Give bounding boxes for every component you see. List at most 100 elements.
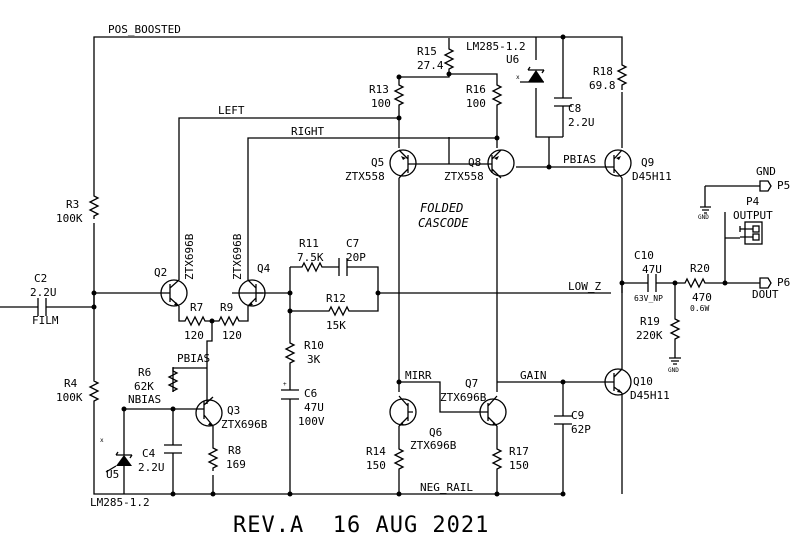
svg-text:R3: R3 [66,198,79,211]
svg-text:62P: 62P [571,423,591,436]
svg-text:R19: R19 [640,315,660,328]
r9-symbol [217,315,241,327]
svg-text:C8: C8 [568,102,581,115]
q7-symbol [477,395,507,427]
svg-text:R11: R11 [299,237,319,250]
svg-text:2.2U: 2.2U [30,286,57,299]
svg-text:120: 120 [184,329,204,342]
svg-text:ZTX696B: ZTX696B [183,233,196,280]
svg-text:R10: R10 [304,339,324,352]
r17-symbol [491,446,503,474]
q6-symbol [389,395,417,427]
svg-text:Q4: Q4 [257,262,271,275]
r3-symbol [88,193,100,219]
r14-symbol [393,446,405,474]
svg-text:R20: R20 [690,262,710,275]
svg-text:69.8: 69.8 [589,79,616,92]
svg-text:ZTX696B: ZTX696B [231,233,244,280]
r20-symbol [683,277,709,289]
net-low-z: LOW_Z [568,280,601,293]
svg-text:U5: U5 [106,468,119,481]
c7-symbol [338,258,357,276]
c9-symbol [554,415,572,436]
svg-text:47U: 47U [304,401,324,414]
revision-label: REV.A 16 AUG 2021 [233,513,489,538]
svg-text:R18: R18 [593,65,613,78]
c2-symbol [37,298,47,316]
r13-symbol [393,82,405,109]
svg-text:C10: C10 [634,249,654,262]
text-labels: POS_BOOSTED LEFT RIGHT LOW_Z PBIAS PBIAS… [30,23,790,538]
svg-text:2.2U: 2.2U [138,461,165,474]
port-dout: DOUT [752,288,779,301]
svg-text:27.4: 27.4 [417,59,444,72]
connectors [740,180,772,289]
svg-text:ZTX558: ZTX558 [345,170,385,183]
svg-text:R8: R8 [228,444,241,457]
junction-dots [91,34,728,497]
annotation-cascode: CASCODE [418,216,469,230]
r7-symbol [183,315,207,327]
svg-text:150: 150 [509,459,529,472]
svg-text:R13: R13 [369,83,389,96]
transistors [160,149,632,427]
svg-text:LM285-1.2: LM285-1.2 [90,496,150,509]
svg-text:20P: 20P [346,251,366,264]
svg-text:Q8: Q8 [468,156,481,169]
u6-symbol: x [516,66,545,83]
r4-symbol [88,378,100,404]
r19-symbol [669,316,681,342]
net-left: LEFT [218,104,245,117]
c4-symbol [164,444,182,463]
u5-symbol: x [100,437,133,473]
svg-text:GND: GND [668,367,679,374]
svg-text:Q3: Q3 [227,404,240,417]
svg-text:100K: 100K [56,391,83,404]
svg-text:R14: R14 [366,445,386,458]
svg-text:C9: C9 [571,409,584,422]
r8-symbol [207,445,219,471]
svg-text:D45H11: D45H11 [630,389,670,402]
q8-symbol [483,149,515,179]
svg-text:+: + [283,381,287,388]
svg-text:63V_NP: 63V_NP [634,294,663,303]
svg-text:7.5K: 7.5K [297,251,324,264]
resistors [88,46,709,474]
svg-text:x: x [100,437,104,444]
svg-text:62K: 62K [134,380,154,393]
svg-text:D45H11: D45H11 [632,170,672,183]
grounds [669,206,711,365]
r12-symbol [327,305,355,317]
net-neg-rail: NEG_RAIL [420,481,473,494]
svg-text:Q7: Q7 [465,377,478,390]
svg-text:3K: 3K [307,353,321,366]
svg-text:C6: C6 [304,387,317,400]
svg-text:ZTX696B: ZTX696B [440,391,487,404]
net-pos-boosted: POS_BOOSTED [108,23,181,36]
svg-text:ZTX696B: ZTX696B [221,418,268,431]
net-pbias-q9: PBIAS [563,153,596,166]
svg-text:470: 470 [692,291,712,304]
r15-symbol [443,46,455,74]
svg-text:R16: R16 [466,83,486,96]
svg-text:U6: U6 [506,53,519,66]
svg-text:100: 100 [466,97,486,110]
q2-symbol [160,279,188,307]
svg-text:120: 120 [222,329,242,342]
svg-text:100: 100 [371,97,391,110]
svg-text:2.2U: 2.2U [568,116,595,129]
svg-text:47U: 47U [642,263,662,276]
svg-text:C2: C2 [34,272,47,285]
svg-text:ZTX696B: ZTX696B [410,439,457,452]
svg-text:R7: R7 [190,301,203,314]
svg-text:0.6W: 0.6W [690,304,709,313]
svg-text:220K: 220K [636,329,663,342]
net-right: RIGHT [291,125,324,138]
references: x x [100,66,545,473]
port-gnd: GND [756,165,776,178]
q5-symbol [389,149,417,179]
svg-text:R4: R4 [64,377,78,390]
c6-symbol [281,389,299,410]
